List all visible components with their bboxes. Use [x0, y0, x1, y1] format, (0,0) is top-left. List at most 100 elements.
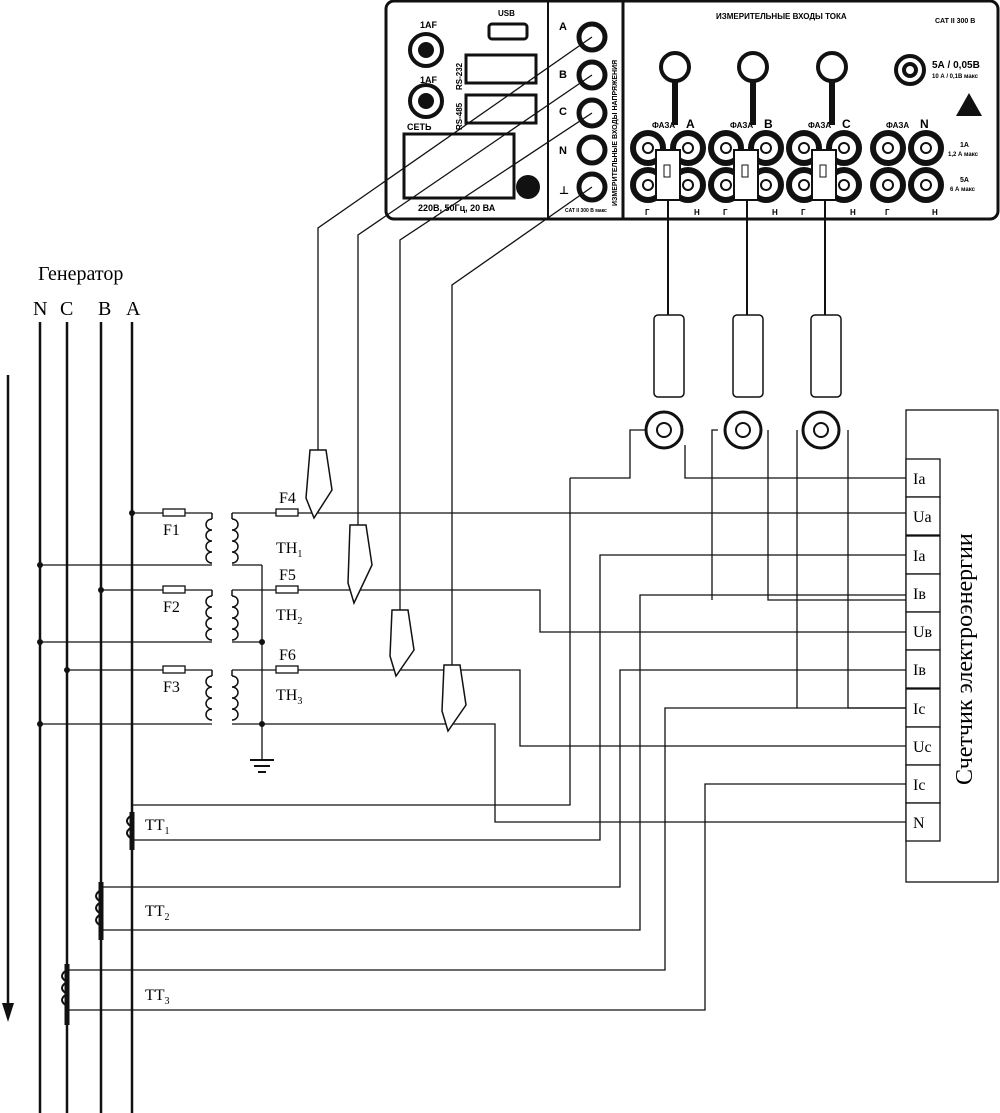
fuse-f6: F6 [275, 647, 299, 674]
range-5a-max: 6 А макс [950, 187, 976, 193]
voltage-circuits [40, 512, 906, 823]
rs232-port [464, 53, 538, 85]
meter-terminal[interactable]: N [905, 802, 941, 842]
clamp-socket-a[interactable] [659, 51, 691, 83]
phase-prefix: ФАЗА [652, 121, 675, 130]
meter-title: Счетчик электроэнергии [952, 533, 978, 785]
th1-label: TH1 [276, 540, 302, 560]
meter-terminal-label: Uв [913, 624, 933, 641]
th2-label: TH2 [276, 607, 302, 627]
meter-terminal[interactable]: Iв [905, 649, 941, 689]
cat-rating: CAT II 300 В [935, 18, 975, 25]
meter-terminal-label: N [913, 815, 925, 832]
meter-terminal[interactable]: Uв [905, 611, 941, 651]
current-clamp-1 [644, 81, 685, 450]
fuse-f4: F4 [275, 490, 299, 517]
rs485-label: RS-485 [455, 102, 464, 130]
fuse-label: F3 [163, 679, 180, 696]
phase-label: N [920, 117, 929, 131]
power-rating: 220В, 50Гц, 20 ВА [418, 203, 496, 213]
voltage-input-label: ⊥ [559, 185, 569, 197]
fuse-label: 1AF [420, 75, 438, 85]
voltage-input-label: C [559, 106, 567, 118]
terminal-n-label: Н [932, 208, 938, 217]
meter-terminal-label: Ia [913, 548, 925, 565]
voltage-transformer-1 [205, 513, 239, 564]
current-clamp-2 [723, 81, 764, 450]
meter-terminal[interactable]: Iв [905, 573, 941, 613]
bus-label-n: N [33, 298, 47, 320]
voltage-input-label: N [559, 145, 567, 157]
fuse-label: F5 [279, 567, 296, 584]
voltage-input-label: B [559, 69, 567, 81]
voltage-inputs-title: ИЗМЕРИТЕЛЬНЫЕ ВХОДЫ НАПРЯЖЕНИЯ [612, 60, 619, 206]
terminal-g-label: Г [885, 208, 890, 217]
ground-screw-icon [516, 175, 540, 199]
phase-prefix: ФАЗА [730, 121, 753, 130]
meter-terminal[interactable]: Ic [905, 688, 941, 728]
tt1-label: TT1 [145, 817, 170, 837]
voltage-transformer-3 [205, 670, 239, 721]
rs232-label: RS-232 [455, 62, 464, 90]
voltage-cat: CAT II 300 В макс [565, 208, 607, 214]
ground-icon [250, 759, 274, 773]
meter-terminal[interactable]: Ic [905, 764, 941, 804]
fuse-f3: F3 [162, 665, 186, 696]
fuse-label: 1AF [420, 20, 438, 30]
fuse-label: F4 [279, 490, 296, 507]
fuse-f2: F2 [162, 585, 186, 616]
voltage-transformer-2 [205, 590, 239, 641]
meter-terminal[interactable]: Ia [905, 458, 941, 498]
fuse-f1: F1 [162, 508, 186, 539]
device-fuse-1: 1AF [408, 20, 444, 68]
bus-label-b: B [98, 298, 111, 320]
tt2-label: TT2 [145, 903, 170, 923]
alligator-clip-c [389, 609, 415, 678]
range-5a: 5А [960, 177, 969, 184]
clamp-input-max: 10 А / 0,1В макс [932, 74, 979, 80]
meter-terminal[interactable]: Ua [905, 496, 941, 536]
tt3-label: TT3 [145, 987, 170, 1007]
meter-terminal[interactable]: Uc [905, 726, 941, 766]
terminal-n-label: Н [694, 208, 700, 217]
range-1a-max: 1,2 А макс [948, 152, 979, 158]
fuse-label: F1 [163, 522, 180, 539]
meter-terminal-label: Ua [913, 509, 932, 526]
current-inputs-title: ИЗМЕРИТЕЛЬНЫЕ ВХОДЫ ТОКА [716, 12, 847, 21]
fuse-label: F2 [163, 599, 180, 616]
phase-prefix: ФАЗА [808, 121, 831, 130]
current-clamp-3 [801, 81, 842, 450]
range-1a: 1А [960, 142, 969, 149]
meter-terminal-label: Ic [913, 777, 925, 794]
terminal-g-label: Г [723, 208, 728, 217]
rs485-port [464, 93, 538, 125]
voltage-socket-n[interactable] [576, 134, 608, 166]
measuring-device-panel: 1AF 1AF USB RS-232 RS-485 СЕТЬ 220В, 50Г… [384, 0, 1000, 221]
generator-title: Генератор [38, 263, 123, 285]
voltage-input-label: A [559, 21, 567, 33]
meter-terminal-label: Iв [913, 586, 926, 603]
voltage-inputs: A B C N ⊥ ИЗМЕРИТЕЛЬНЫЕ ВХОДЫ НАПРЯЖЕНИЯ… [559, 21, 619, 214]
terminal-g-label: Г [801, 208, 806, 217]
tt-cores [61, 812, 135, 1025]
clamp-input-label: 5А / 0,05В [932, 60, 980, 71]
meter-terminal[interactable]: Ia [905, 535, 941, 575]
clamp-socket-b[interactable] [737, 51, 769, 83]
fuse-label: F6 [279, 647, 296, 664]
alligator-clip-a [305, 449, 333, 520]
meter-terminal-label: Iв [913, 662, 926, 679]
alligator-clip-n [441, 664, 467, 733]
warning-icon [956, 93, 982, 116]
alligator-clip-b [347, 524, 373, 606]
device-fuse-2: 1AF [408, 75, 444, 119]
terminal-n-label: Н [772, 208, 778, 217]
bus-label-a: A [126, 298, 141, 320]
phase-label: B [764, 117, 773, 131]
clamp-socket-c[interactable] [816, 51, 848, 83]
phase-label: A [686, 117, 695, 131]
usb-label: USB [498, 9, 515, 18]
current-input-group-b: ФАЗА B Г Н [708, 117, 784, 217]
